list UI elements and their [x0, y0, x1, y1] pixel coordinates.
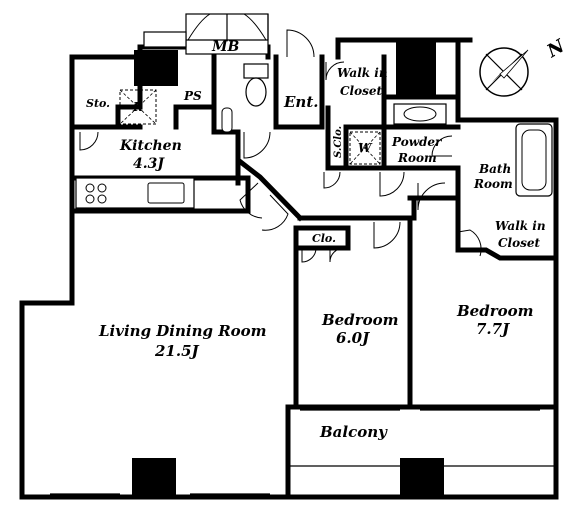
label-walk-in-top-2: Closet: [340, 84, 383, 98]
structural-columns: [132, 40, 444, 498]
label-closet-small: Clo.: [312, 232, 336, 245]
label-mb: MB: [211, 39, 239, 55]
label-bedroom-a-size: 6.0J: [336, 329, 370, 347]
label-powder-1: Powder: [391, 135, 443, 149]
label-living-name: Living Dining Room: [98, 322, 267, 340]
label-kitchen-name: Kitchen: [119, 138, 182, 154]
label-washer: W: [358, 141, 373, 155]
fixtures: [75, 63, 553, 209]
label-walk-in-right-1: Walk in: [495, 219, 546, 233]
compass-north-label: N: [543, 35, 570, 63]
label-kitchen-size: 4.3J: [133, 156, 165, 172]
label-pipe-space: PS: [183, 89, 202, 103]
compass: N: [479, 35, 570, 97]
label-shoe-closet: S.Clo.: [333, 126, 344, 158]
label-bath-2: Room: [473, 177, 513, 191]
label-walk-in-right-2: Closet: [498, 236, 541, 250]
windows: [50, 13, 540, 495]
label-bedroom-b-size: 7.7J: [476, 320, 510, 338]
label-bedroom-b-name: Bedroom: [456, 302, 534, 320]
label-bedroom-a-name: Bedroom: [321, 311, 399, 329]
label-entrance: Ent.: [283, 93, 319, 111]
room-labels: MB Sto. R PS Ent. Walk in Closet Kitchen…: [86, 39, 546, 441]
label-storage: Sto.: [86, 97, 110, 110]
label-balcony: Balcony: [319, 423, 388, 441]
label-bath-1: Bath: [478, 162, 511, 176]
label-living-size: 21.5J: [154, 342, 200, 360]
outer-walls: [19, 37, 559, 500]
label-refrigerator: R: [132, 100, 143, 114]
label-walk-in-top-1: Walk in: [337, 66, 388, 80]
doors: [79, 29, 482, 263]
label-powder-2: Room: [397, 151, 437, 165]
